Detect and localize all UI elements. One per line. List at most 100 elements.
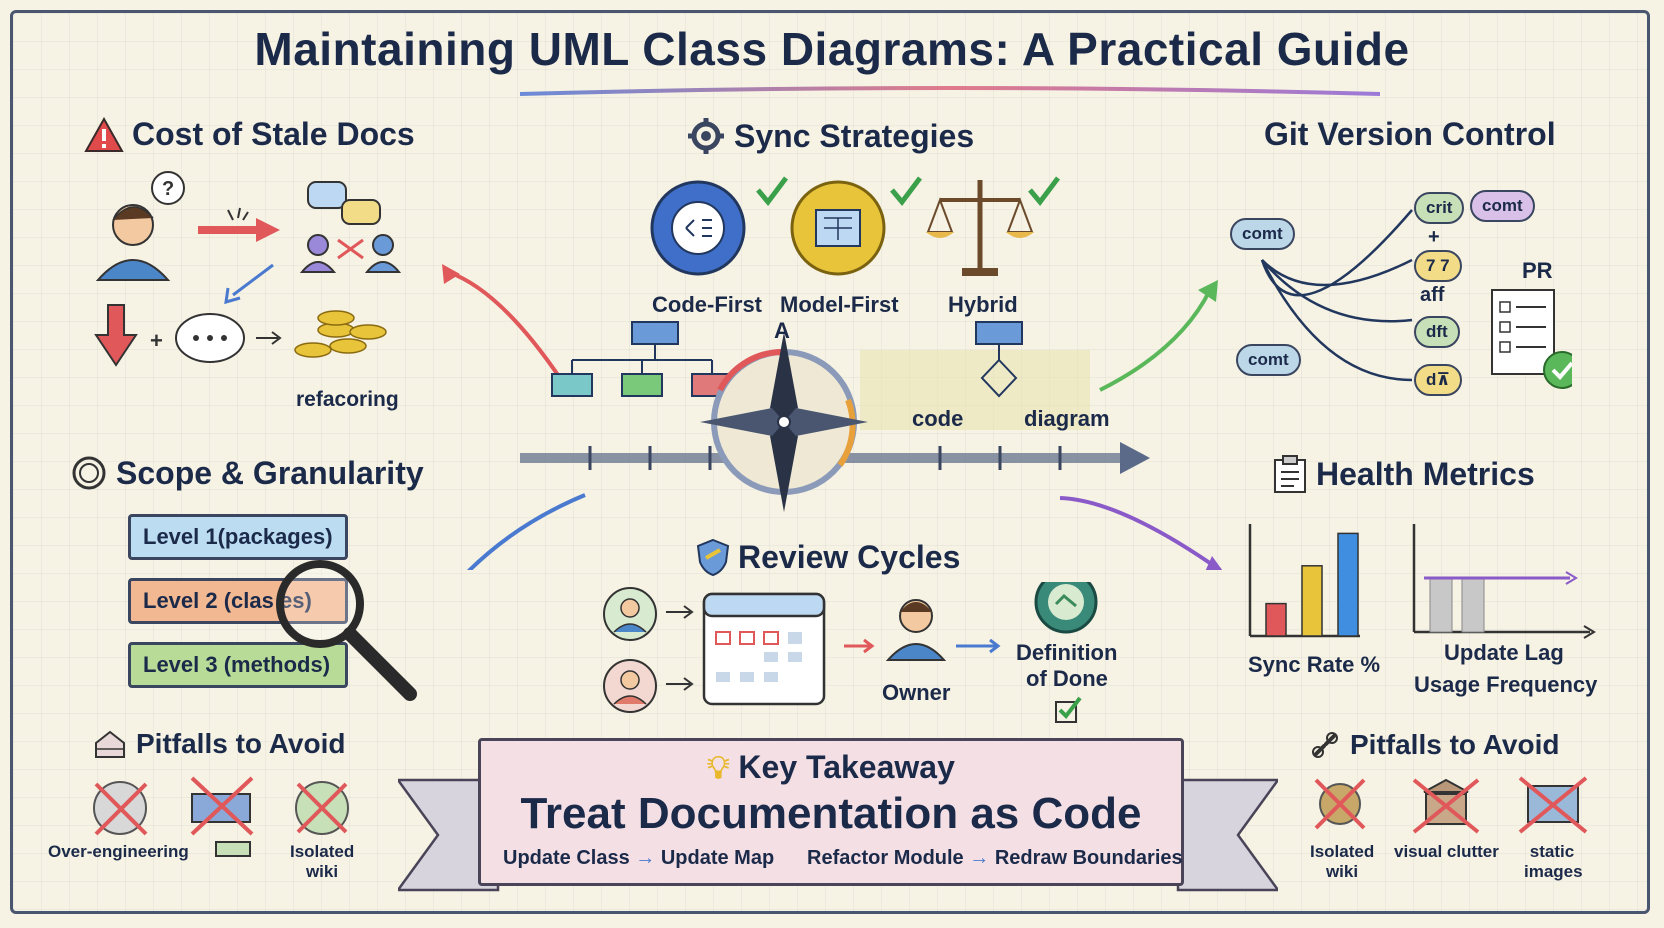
update-lag-chart	[1412, 524, 1596, 639]
cost-section-title: Cost of Stale Docs	[84, 116, 415, 153]
reviewer-avatar-icon	[603, 587, 657, 641]
lightbulb-icon: 💡︎	[707, 749, 730, 785]
sync-rate-label: Sync Rate %	[1248, 652, 1381, 677]
owner-label: Owner	[882, 680, 951, 705]
code-first-gear-icon	[650, 180, 746, 276]
flow1-from: Update Class	[503, 847, 630, 869]
key-takeaway-title-text: Key Takeaway	[738, 749, 955, 785]
pitfalls-right-icons	[1314, 776, 1588, 834]
health-section-title: Health Metrics	[1272, 454, 1535, 494]
diagram-sketch-icon	[860, 321, 1090, 430]
diagram-label: diagram	[1024, 406, 1110, 431]
check-icon	[756, 176, 788, 207]
scale-icon	[926, 180, 1034, 276]
svg-text:?: ?	[162, 178, 174, 200]
code-label: code	[912, 406, 964, 431]
owner-person-icon	[885, 599, 947, 661]
commit-bubble-6: dft	[1414, 316, 1460, 348]
hybrid-label: Hybrid	[948, 292, 1018, 317]
sync-icons	[650, 176, 1060, 276]
flow-refactor-module: Refactor Module → Redraw Boundaries	[807, 847, 1183, 870]
svg-text:+: +	[150, 328, 163, 353]
pitfalls-left-title-text: Pitfalls to Avoid	[136, 728, 346, 759]
pr-label: PR	[1522, 258, 1553, 283]
red-arrow-icon	[198, 207, 280, 242]
review-title-text: Review Cycles	[738, 538, 961, 575]
sync-title-text: Sync Strategies	[734, 117, 975, 154]
cost-title-text: Cost of Stale Docs	[132, 116, 415, 152]
calendar-icon	[702, 592, 826, 706]
key-takeaway-banner: 💡︎ Key Takeaway Treat Documentation as C…	[478, 738, 1184, 886]
confused-person-icon: ?	[95, 171, 185, 281]
sync-rate-bar	[1337, 532, 1359, 637]
health-title-text: Health Metrics	[1316, 455, 1535, 492]
compass-icon	[700, 332, 868, 512]
git-title-text: Git Version Control	[1264, 116, 1556, 152]
review-flow	[603, 582, 1098, 713]
gear-icon	[688, 118, 724, 154]
commit-bubble-1: comt	[1230, 218, 1295, 250]
pitfalls-left-title: Pitfalls to Avoid	[92, 728, 346, 760]
arrow-right-icon: →	[635, 847, 656, 869]
model-first-label: Model-First	[780, 292, 899, 317]
visual-clutter-icon	[1412, 778, 1480, 834]
broken-link-icon	[1312, 732, 1338, 758]
reviewer-avatar-icon	[603, 659, 657, 713]
key-takeaway-title: 💡︎ Key Takeaway	[481, 749, 1181, 787]
over-engineering-label: Over-engineering	[48, 842, 189, 861]
arrow-right-icon: →	[969, 847, 990, 869]
shield-icon	[696, 538, 730, 576]
house-icon	[95, 730, 125, 758]
scope-section-title: Scope & Granularity	[70, 454, 424, 492]
check-icon	[890, 176, 922, 207]
flow1-to: Update Map	[660, 847, 775, 869]
key-takeaway-main: Treat Documentation as Code	[520, 789, 1142, 838]
isolated-wiki-right-label: Isolated wiki	[1310, 842, 1375, 881]
done-label-2: of Done	[1026, 666, 1108, 691]
level-1-card: Level 1(packages)	[128, 514, 348, 560]
loss-arrow-icon	[94, 304, 138, 367]
magnifier-icon	[276, 560, 417, 701]
warning-icon	[84, 116, 124, 152]
sync-section-title: Sync Strategies	[686, 116, 974, 156]
isolated-box-icon	[190, 776, 254, 857]
git-aff: aff	[1420, 284, 1445, 306]
over-engineering-icon	[93, 781, 148, 836]
pitfalls-right-title-text: Pitfalls to Avoid	[1350, 729, 1560, 760]
flow2-to: Redraw Boundaries	[994, 847, 1183, 869]
isolated-wiki-icon	[295, 781, 349, 835]
commit-bubble-4: comt	[1470, 190, 1535, 222]
static-images-icon	[1518, 776, 1588, 834]
uml-tree-icon	[551, 321, 733, 397]
coins-icon	[294, 310, 387, 358]
chat-bubble-icon	[175, 313, 245, 363]
model-first-gear-icon	[790, 180, 886, 276]
review-section-title: Review Cycles	[696, 538, 960, 576]
visual-clutter-label: visual clutter	[1394, 842, 1499, 861]
clipboard-icon	[1274, 455, 1306, 493]
team-conflict-icon	[299, 181, 402, 273]
check-icon	[1028, 176, 1060, 207]
commit-bubble-2: comt	[1236, 344, 1301, 376]
sync-rate-bar	[1265, 602, 1287, 637]
page-title: Maintaining UML Class Diagrams: A Practi…	[254, 23, 1410, 75]
scope-title-text: Scope & Granularity	[116, 454, 424, 491]
pitfalls-right-title: Pitfalls to Avoid	[1308, 728, 1560, 762]
checkbox-icon	[1055, 696, 1082, 723]
git-section-title: Git Version Control	[1264, 116, 1556, 153]
sync-rate-chart	[1248, 524, 1360, 638]
cost-illustration: ? +	[94, 171, 402, 367]
sync-rate-bar	[1301, 565, 1323, 637]
compass-label: A	[774, 318, 790, 343]
commit-bubble-7: d⊼	[1414, 364, 1463, 396]
done-badge-icon	[1034, 582, 1098, 634]
static-images-label: static images	[1524, 842, 1583, 881]
git-plus: +	[1428, 226, 1440, 248]
circle-target-icon	[72, 456, 106, 490]
level-3-card: Level 3 (methods)	[128, 642, 348, 688]
title-underline	[520, 86, 1380, 96]
commit-bubble-5: 7 7	[1414, 250, 1462, 282]
done-label-1: Definition	[1016, 640, 1118, 665]
flow2-from: Refactor Module	[807, 847, 964, 869]
code-first-label: Code-First	[652, 292, 762, 317]
